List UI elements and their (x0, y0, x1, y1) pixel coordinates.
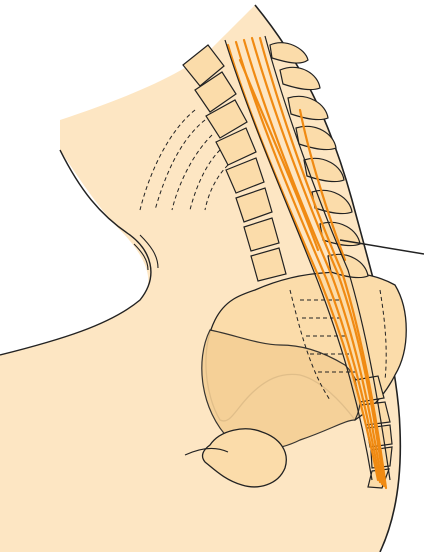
anatomy-diagram (0, 0, 424, 552)
